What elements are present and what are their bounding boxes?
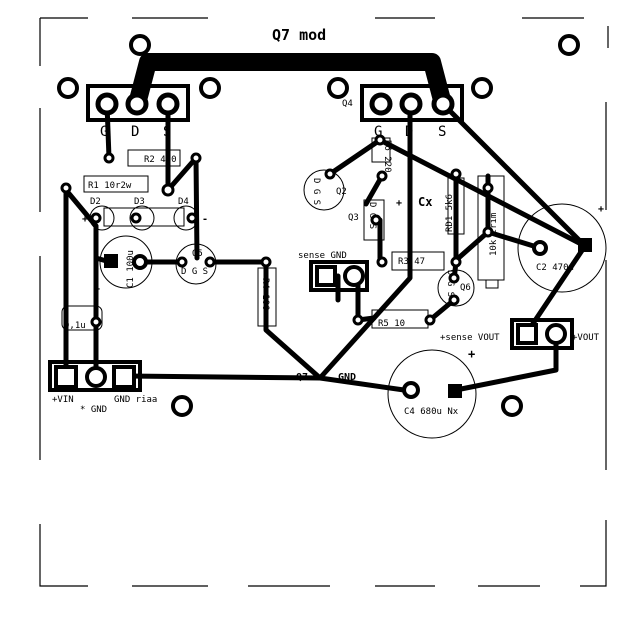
label-plus-c4: + xyxy=(468,347,475,361)
pads xyxy=(48,84,592,399)
label-c3: 0,1u xyxy=(64,321,86,331)
label-c2: C2 470u xyxy=(536,263,574,273)
label-r5: R5 10 xyxy=(378,319,405,329)
label-plus-c2: + xyxy=(598,204,604,215)
label-gnd-riaa: GND riaa xyxy=(114,395,157,405)
label-cx: Cx xyxy=(418,195,432,209)
label-sense-gnd: sense GND xyxy=(298,251,347,261)
label-c1: C1 100u xyxy=(126,250,136,288)
pin-label-left-d: D xyxy=(131,124,139,140)
pins-q5: D G S xyxy=(181,267,208,277)
pin-label-left-s: S xyxy=(163,124,171,140)
silkscreen xyxy=(61,137,607,439)
label-gnd: * GND xyxy=(80,405,107,415)
pin-label-right-s: S xyxy=(438,124,446,140)
label-r3: R3 47 xyxy=(398,257,425,267)
label-vout: +VOUT xyxy=(572,333,600,343)
label-plus-cx: + xyxy=(396,198,402,209)
label-q7: Q7 xyxy=(296,372,308,383)
board-title: Q7 mod xyxy=(272,26,326,44)
small-pads xyxy=(60,134,494,328)
pins-q2: D G S xyxy=(311,178,321,205)
label-minus-diodes: - xyxy=(202,214,208,225)
drain-bridge-trace xyxy=(128,53,452,113)
label-c4: C4 680u Nx xyxy=(404,407,459,417)
label-q4: Q4 xyxy=(342,99,353,109)
pin-label-left-g: G xyxy=(100,124,108,140)
pin-label-right-g: G xyxy=(374,124,382,140)
label-r2: R2 470 xyxy=(144,155,177,165)
label-sense-vout: +sense VOUT xyxy=(440,333,500,343)
label-d4: D4 xyxy=(178,197,189,207)
label-d2: D2 xyxy=(90,197,101,207)
mounting-holes xyxy=(57,34,580,417)
label-r4: R4 100 xyxy=(260,278,270,311)
label-trim: 10k trim xyxy=(489,213,499,256)
label-d3: D3 xyxy=(134,197,145,207)
label-q6: Q6 xyxy=(460,283,471,293)
label-gnd-mid: GND xyxy=(338,372,356,383)
label-q5: Q5 xyxy=(192,249,203,259)
label-q2: Q2 xyxy=(336,187,347,197)
label-r1: R1 10r2w xyxy=(88,181,132,191)
label-rd1: RD1 5k6 xyxy=(445,194,455,232)
board-outline xyxy=(39,17,609,587)
label-plus-c1: + xyxy=(94,284,100,295)
label-q3: Q3 xyxy=(348,213,359,223)
label-plus-diodes: + xyxy=(82,214,88,225)
label-r6: R6 220 xyxy=(382,140,392,173)
pin-label-right-d: D xyxy=(405,124,413,140)
pins-q6: D G S xyxy=(445,270,455,297)
traces xyxy=(63,101,588,393)
label-vin: +VIN xyxy=(52,395,74,405)
pins-q3: D G S xyxy=(367,202,377,229)
